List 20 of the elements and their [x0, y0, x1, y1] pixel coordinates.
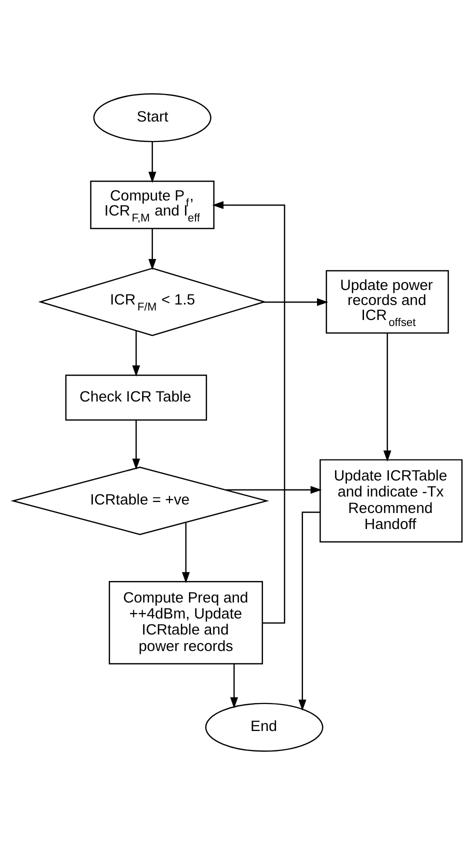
node-ellipse: End	[205, 702, 324, 752]
node-diamond: ICRtable = +ve	[10, 466, 270, 536]
arrow	[230, 664, 238, 708]
node-box: Update ICRTable and indicate -Tx Recommend Handoff	[320, 459, 463, 542]
node-ellipse: Start	[93, 93, 212, 142]
arrow	[148, 228, 156, 270]
arrow	[264, 298, 328, 306]
node-box: Compute Preq and ++4dBm, Update ICRtable and power records	[108, 581, 263, 664]
node-diamond: ICR$_{F/M}$ < 1.5	[38, 268, 266, 336]
arrow	[226, 486, 322, 494]
arrow	[148, 142, 156, 183]
arrow	[132, 330, 140, 377]
node-box: Check ICR Table	[65, 374, 208, 421]
node-box: Compute P$_{f}$, ICR$_{F,M}$ and I$_{eff}$	[90, 180, 214, 230]
node-box: Update power records and ICR$_{offset}$	[326, 270, 449, 334]
arrow	[132, 420, 140, 470]
arrow	[182, 522, 190, 584]
arrow	[383, 333, 392, 462]
arrow	[212, 201, 286, 624]
arrow	[298, 512, 320, 711]
